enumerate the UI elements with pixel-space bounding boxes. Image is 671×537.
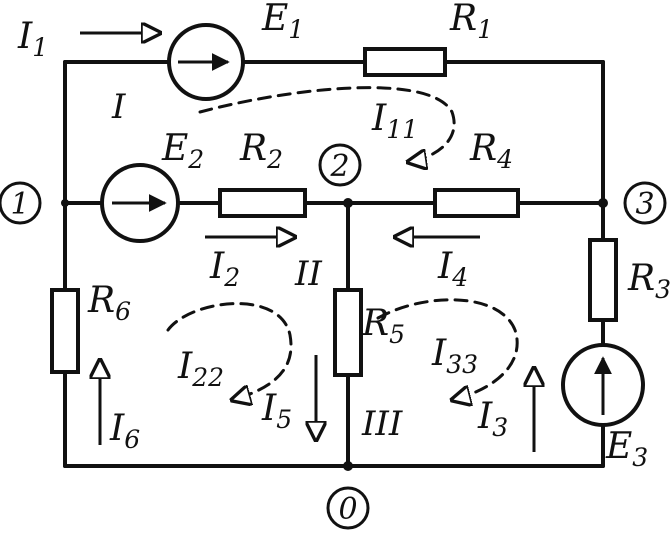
loop-i33 <box>376 298 519 400</box>
source-e2 <box>100 163 180 243</box>
label-i4: I4 <box>437 246 468 292</box>
resistor-r5 <box>333 288 363 377</box>
label-i33: I33 <box>431 333 478 379</box>
resistor-r3 <box>588 238 618 322</box>
label-i3: I3 <box>477 396 508 442</box>
node-2: 2 <box>318 143 362 187</box>
label-r6: R6 <box>87 280 131 326</box>
label-r3: R3 <box>627 258 671 304</box>
label-r5: R5 <box>361 303 405 349</box>
source-e3 <box>561 343 645 427</box>
source-e1 <box>167 23 245 101</box>
loop-label-3: III <box>361 404 403 444</box>
label-r4: R4 <box>469 128 513 174</box>
loop-label-1: I <box>111 87 126 127</box>
label-i2: I2 <box>209 246 240 292</box>
resistor-r6 <box>50 288 80 374</box>
resistor-r1 <box>363 47 447 77</box>
loop-label-2: II <box>294 254 322 294</box>
label-e2: E2 <box>161 128 204 174</box>
loop-i22 <box>166 302 293 400</box>
node-3-label: 3 <box>635 187 654 222</box>
label-e3: E3 <box>605 426 648 472</box>
loop-i11 <box>198 86 456 162</box>
label-i1: I1 <box>17 16 48 62</box>
resistor-r2 <box>218 188 307 218</box>
label-r2: R2 <box>239 128 283 174</box>
label-e1: E1 <box>261 0 304 44</box>
junction-dots <box>61 198 608 471</box>
current-arrows <box>80 33 534 452</box>
label-r1: R1 <box>449 0 493 44</box>
resistor-r4 <box>433 188 520 218</box>
label-i11: I11 <box>371 98 418 144</box>
wires <box>63 60 605 468</box>
node-0: 0 <box>326 486 370 530</box>
label-i22: I22 <box>177 346 224 392</box>
node-0-label: 0 <box>338 492 357 527</box>
node-2-label: 2 <box>329 149 349 184</box>
node-1: 1 <box>0 181 42 225</box>
node-3: 3 <box>623 181 667 225</box>
node-1-label: 1 <box>10 187 29 222</box>
label-i6: I6 <box>109 408 140 454</box>
label-i5: I5 <box>261 388 292 434</box>
loop-currents <box>166 86 519 400</box>
